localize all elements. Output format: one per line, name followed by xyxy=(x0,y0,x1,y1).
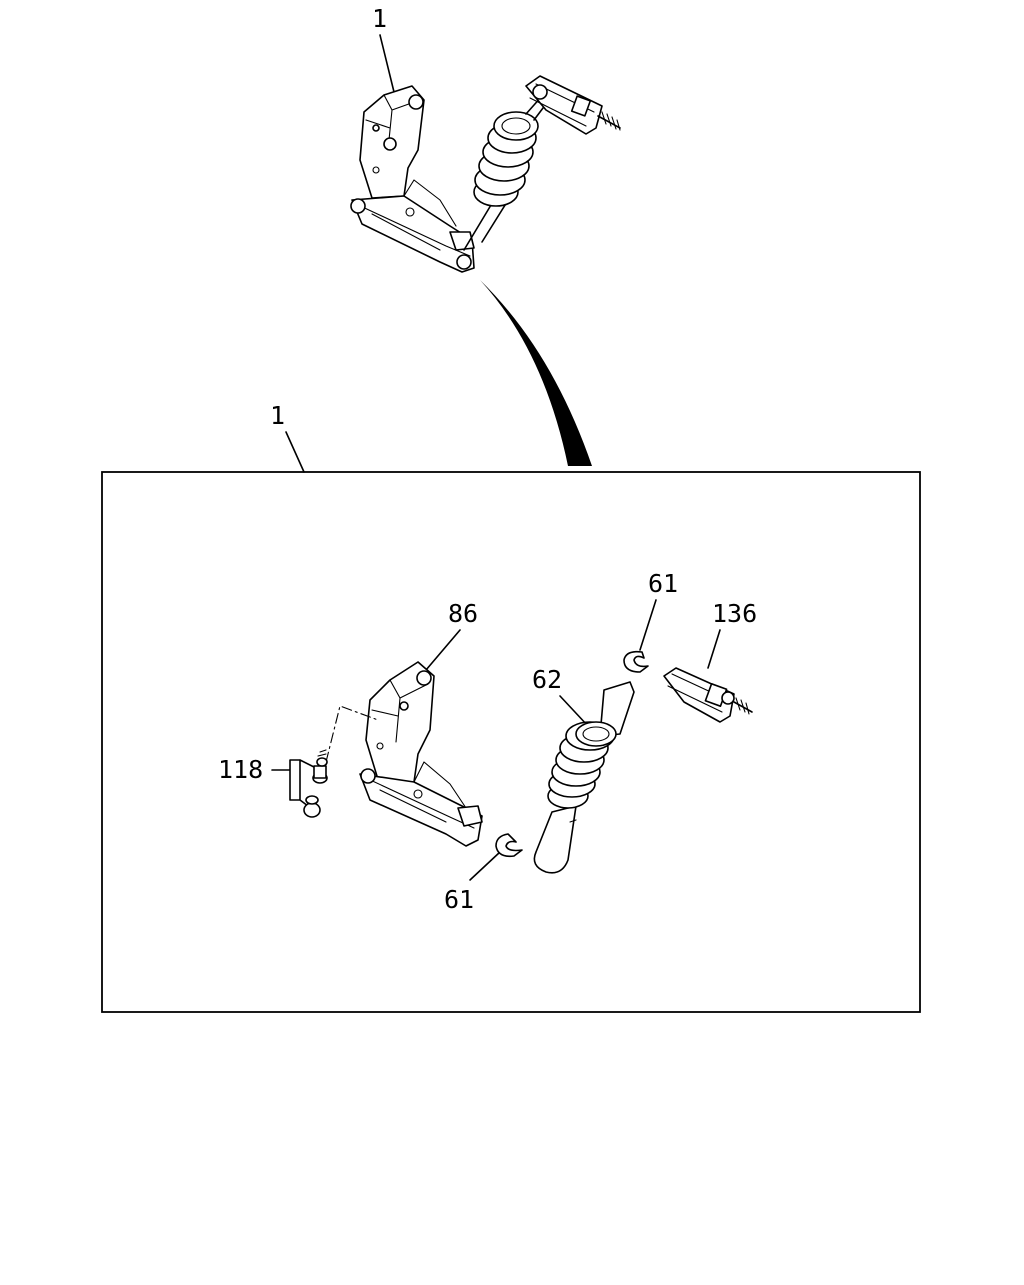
overview-callout-label: 1 xyxy=(372,4,387,33)
clip-part-61-upper: 61 xyxy=(623,569,678,673)
alignment-line xyxy=(325,705,379,763)
overview-assembly: 1 xyxy=(350,4,621,466)
spring-part-62: 62 xyxy=(532,665,635,874)
pivot-pin-part-118: 118 xyxy=(218,705,379,818)
overview-bracket xyxy=(350,85,475,273)
leader-clip-lower xyxy=(469,851,501,881)
bracket-part-86: 86 xyxy=(359,599,483,847)
leader-switch xyxy=(707,629,721,669)
callout-bracket: 86 xyxy=(448,599,478,628)
leader-spring xyxy=(559,695,589,727)
overview-spring xyxy=(463,95,547,251)
overview-switch xyxy=(525,75,621,135)
leader-bracket xyxy=(425,629,461,671)
zoom-arrow xyxy=(480,280,592,466)
callout-switch: 136 xyxy=(712,599,757,628)
callout-spring: 62 xyxy=(532,665,562,694)
callout-clip-lower: 61 xyxy=(444,885,474,914)
detail-frame xyxy=(101,471,921,1013)
leader-pivot-pin xyxy=(271,759,317,807)
callout-pivot-pin: 118 xyxy=(218,755,263,784)
leader-clip-upper xyxy=(639,599,657,651)
frame-leader-line xyxy=(285,431,305,473)
frame-callout-label: 1 xyxy=(270,401,285,430)
switch-part-136: 136 xyxy=(663,599,757,723)
callout-clip-upper: 61 xyxy=(648,569,678,598)
clip-part-61-lower: 61 xyxy=(444,833,523,914)
overview-leader-line xyxy=(379,34,395,93)
